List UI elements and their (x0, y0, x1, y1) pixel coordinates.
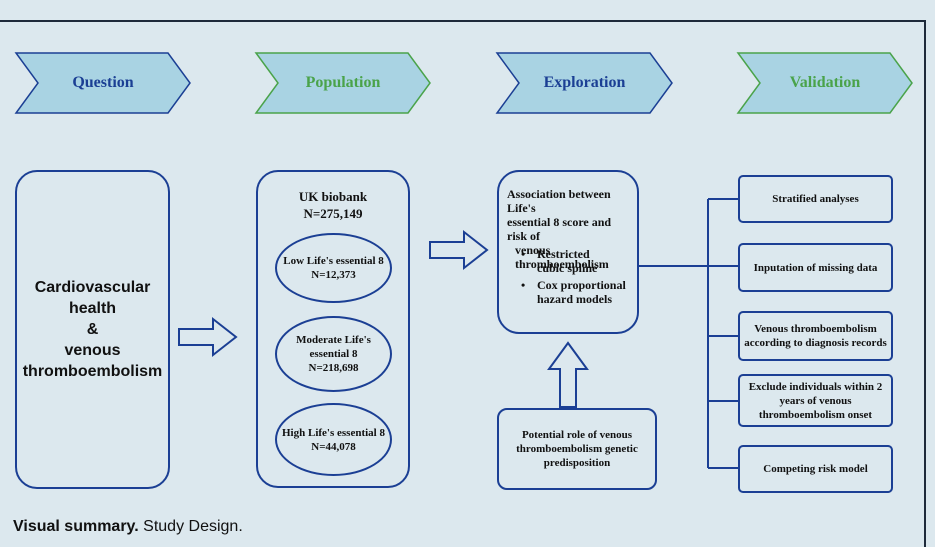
method-bullet-2: • Cox proportional hazard models (521, 278, 626, 306)
genetic-line-1: Potential role of venous (521, 429, 633, 441)
chevron-question (14, 52, 191, 114)
exploration-box: Association between Life's essential 8 s… (497, 170, 639, 334)
validation-3-line-2: according to diagnosis records (744, 337, 887, 349)
validation-connectors (639, 198, 738, 469)
exploration-line-2: essential 8 score and risk of (507, 215, 612, 243)
caption-bold: Visual summary. (13, 518, 139, 535)
chevron-exploration (495, 52, 673, 114)
question-box: Cardiovascular health & venous thromboem… (15, 170, 170, 489)
arrow-population-to-exploration (429, 229, 489, 271)
header-population: Population (305, 74, 381, 91)
genetic-line-2: thromboembolism genetic (516, 443, 638, 455)
chevron-population (254, 52, 431, 114)
validation-5-line-1: Competing risk model (763, 463, 868, 475)
moderate-le8-n: N=218,698 (308, 362, 359, 374)
method-bullet-1: • Restricted cubic spline (521, 247, 598, 275)
chevron-validation (736, 52, 913, 114)
validation-stratified-analyses: Stratified analyses (738, 175, 893, 223)
header-question: Question (72, 74, 134, 91)
question-line-2: health (68, 300, 117, 317)
question-line-3: & (86, 321, 99, 338)
ellipse-moderate-le8: Moderate Life's essential 8 N=218,698 (275, 316, 392, 392)
validation-2-line-1: Inputation of missing data (753, 261, 878, 274)
arrow-question-to-population (178, 316, 238, 358)
low-le8-n: N=12,373 (311, 269, 356, 281)
exploration-line-1: Association between Life's (507, 187, 611, 215)
validation-1-line-1: Stratified analyses (772, 193, 859, 205)
figure-caption: Visual summary. Study Design. (13, 518, 243, 536)
method-1-line-1: Restricted (537, 247, 590, 261)
low-le8-label: Low Life's essential 8 (283, 255, 384, 267)
moderate-le8-label-1: Moderate Life's (296, 334, 371, 346)
population-count: N=275,149 (303, 206, 363, 221)
high-le8-n: N=44,078 (311, 440, 356, 453)
validation-diagnosis-records: Venous thromboembolism according to diag… (738, 311, 893, 361)
high-le8-label: High Life's essential 8 (282, 426, 385, 439)
caption-rest: Study Design. (138, 518, 243, 535)
ellipse-high-le8: High Life's essential 8 N=44,078 (275, 403, 392, 476)
genetic-line-3: predisposition (543, 457, 611, 469)
method-2-line-1: Cox proportional (537, 278, 626, 292)
validation-missing-data: Inputation of missing data (738, 243, 893, 292)
validation-3-line-1: Venous thromboembolism (754, 323, 877, 335)
header-validation: Validation (789, 74, 861, 91)
validation-competing-risk: Competing risk model (738, 445, 893, 493)
population-title: UK biobank (298, 189, 368, 204)
question-line-1: Cardiovascular (34, 279, 151, 296)
ellipse-low-le8: Low Life's essential 8 N=12,373 (275, 233, 392, 303)
validation-4-line-1: Exclude individuals within 2 (748, 380, 883, 393)
header-exploration: Exploration (543, 74, 626, 91)
exploration-line-3: venous thromboembolism (515, 243, 609, 271)
moderate-le8-label-2: essential 8 (309, 348, 358, 360)
arrow-genetic-to-exploration (547, 341, 589, 408)
validation-exclude-individuals: Exclude individuals within 2 years of ve… (738, 374, 893, 427)
method-2-line-2: hazard models (537, 292, 612, 306)
figure-frame (0, 20, 926, 547)
question-line-5: thromboembolism (22, 363, 163, 380)
question-line-4: venous (64, 342, 121, 359)
validation-4-line-2: years of venous (779, 394, 852, 407)
genetic-predisposition-box: Potential role of venous thromboembolism… (497, 408, 657, 490)
validation-4-line-3: thromboembolism onset (758, 408, 873, 421)
method-1-line-2: cubic spline (537, 261, 598, 275)
